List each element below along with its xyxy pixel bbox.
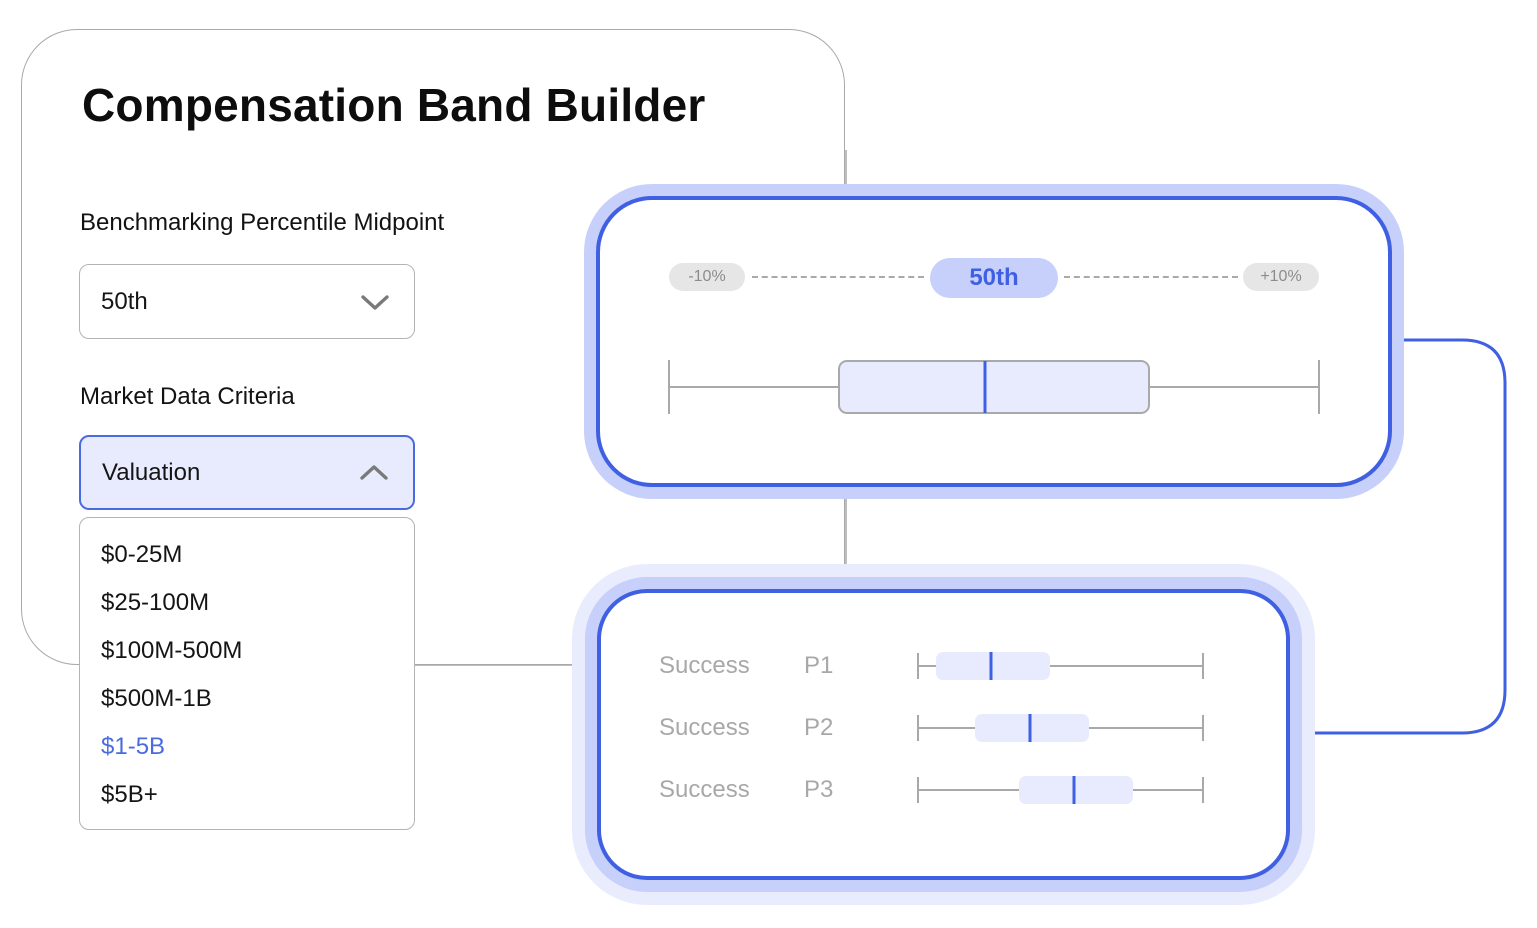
dropdown-option[interactable]: $5B+ bbox=[101, 781, 158, 808]
ranges-panel bbox=[597, 589, 1290, 880]
chevron-up-icon bbox=[360, 464, 388, 480]
band-preview-panel bbox=[596, 196, 1392, 487]
criteria-select[interactable]: Valuation bbox=[79, 435, 415, 510]
percentile-select[interactable]: 50th bbox=[79, 264, 415, 339]
connector-top-to-bottom-accent bbox=[1288, 338, 1507, 735]
p1-range-box bbox=[936, 652, 1050, 680]
plus-10-pill[interactable]: +10% bbox=[1243, 263, 1319, 291]
row-name: Success bbox=[659, 776, 750, 803]
row-level: P2 bbox=[804, 714, 834, 741]
page-title: Compensation Band Builder bbox=[82, 79, 706, 131]
dropdown-option[interactable]: $500M-1B bbox=[101, 685, 212, 712]
dashed-line-right bbox=[1064, 276, 1238, 278]
chevron-down-icon bbox=[361, 294, 389, 310]
p2-range-box bbox=[975, 714, 1089, 742]
dropdown-option[interactable]: $0-25M bbox=[101, 541, 183, 568]
p3-range-box bbox=[1019, 776, 1133, 804]
row-level: P3 bbox=[804, 776, 834, 803]
criteria-select-value: Valuation bbox=[102, 458, 201, 486]
percentile-field-label: Benchmarking Percentile Midpoint bbox=[80, 209, 445, 236]
minus-10-pill[interactable]: -10% bbox=[669, 263, 745, 291]
midpoint-percentile-pill[interactable]: 50th bbox=[930, 258, 1058, 298]
dropdown-option-selected[interactable]: $1-5B bbox=[101, 733, 166, 760]
row-level: P1 bbox=[804, 652, 834, 679]
criteria-dropdown-menu: $0-25M $25-100M $100M-500M $500M-1B $1-5… bbox=[79, 517, 415, 830]
dashed-line-left bbox=[752, 276, 924, 278]
percentile-select-value: 50th bbox=[101, 287, 148, 315]
row-name: Success bbox=[659, 652, 750, 679]
dropdown-option[interactable]: $100M-500M bbox=[101, 637, 243, 664]
criteria-field-label: Market Data Criteria bbox=[80, 383, 295, 410]
box-range-box bbox=[838, 360, 1150, 414]
row-name: Success bbox=[659, 714, 750, 741]
dropdown-option[interactable]: $25-100M bbox=[101, 589, 210, 616]
